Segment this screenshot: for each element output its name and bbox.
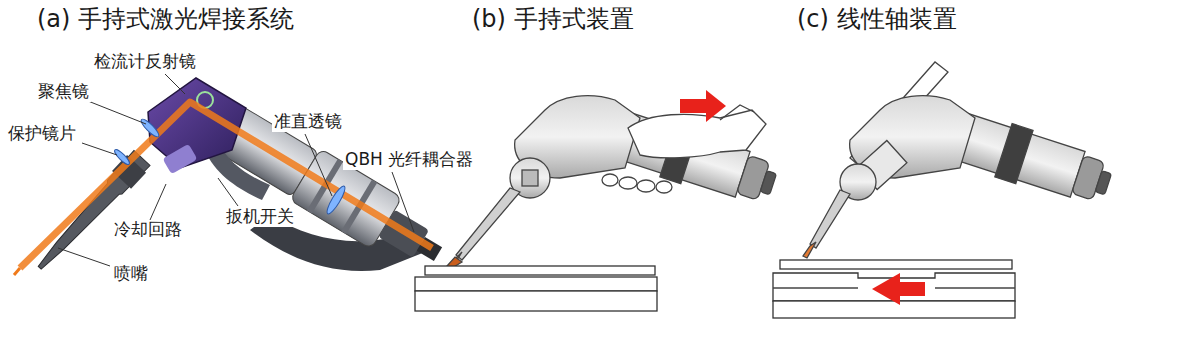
linear-axis-device-c (773, 62, 1117, 318)
part-label: 扳机开关 (224, 207, 296, 227)
welding-head-a (14, 74, 453, 280)
part-label: QBH 光纤耦合器 (343, 150, 475, 170)
handheld-device-b (415, 90, 782, 311)
part-label: 检流计反射镜 (92, 52, 198, 72)
part-label: 聚焦镜 (36, 82, 91, 102)
part-label: 冷却回路 (112, 220, 184, 240)
panel-heading: (c) 线性轴装置 (795, 6, 959, 34)
part-label: 喷嘴 (112, 264, 150, 284)
panel-heading: (b) 手持式装置 (470, 6, 636, 34)
panel-heading: (a) 手持式激光焊接系统 (35, 6, 296, 34)
part-label: 准直透镜 (272, 112, 344, 132)
part-label: 保护镜片 (6, 124, 78, 144)
